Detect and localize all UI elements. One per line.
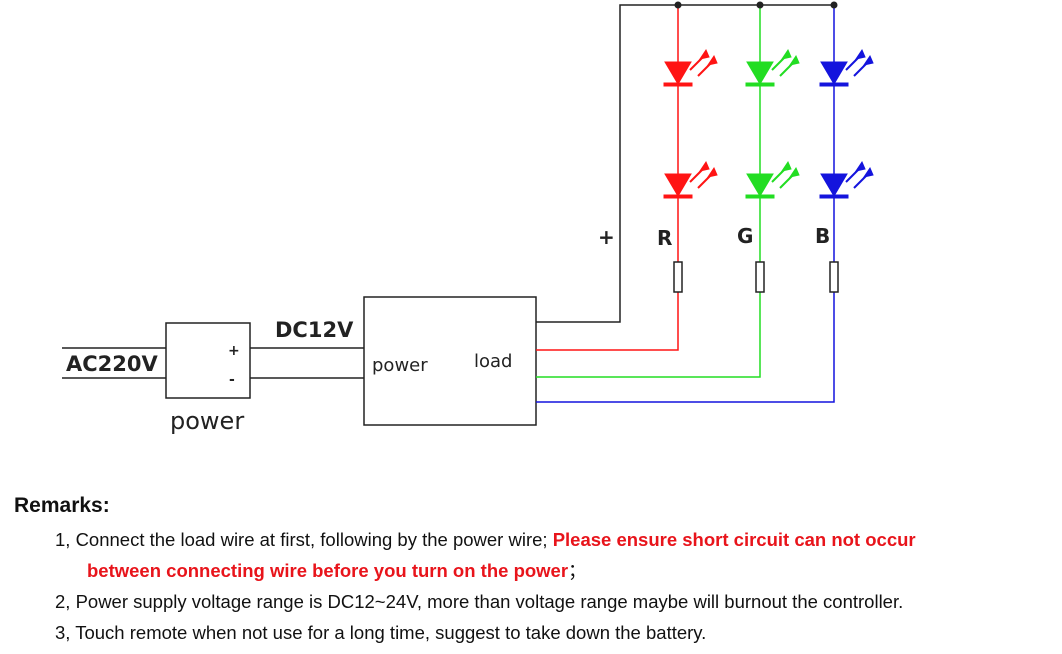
red-wire xyxy=(536,292,679,351)
blue-junction xyxy=(830,1,838,9)
remarks-title: Remarks: xyxy=(14,494,110,517)
common-plus-wire xyxy=(536,4,834,323)
blue-channel: B xyxy=(536,1,874,403)
controller-load-port: load xyxy=(474,351,512,372)
green-channel: G xyxy=(536,1,800,378)
remark-continuation: between connecting wire before you turn … xyxy=(55,555,1054,586)
controller-power-port: power xyxy=(372,355,428,376)
wiring-diagram: AC220V + - power DC12V power load + R G xyxy=(62,1,874,435)
green-resistor xyxy=(755,261,765,293)
remark-suffix: ； xyxy=(568,560,587,581)
green-junction xyxy=(756,1,764,9)
green-led-icon xyxy=(745,49,800,87)
remark-warning: Please ensure short circuit can not occu… xyxy=(552,529,916,550)
blue-led-icon xyxy=(819,161,874,199)
remark-item: 2, Power supply voltage range is DC12~24… xyxy=(55,591,904,612)
remark-text: 1, Connect the load wire at first, follo… xyxy=(55,529,553,550)
remark-warning-continued: between connecting wire before you turn … xyxy=(87,560,569,581)
red-led-icon xyxy=(663,49,718,87)
red-channel: R xyxy=(536,1,718,351)
common-plus-label: + xyxy=(598,225,615,249)
green-led-icon xyxy=(745,161,800,199)
red-resistor xyxy=(673,261,683,293)
supply-plus-label: + xyxy=(228,343,240,359)
green-channel-label: G xyxy=(737,224,753,248)
remark-item: 3, Touch remote when not use for a long … xyxy=(55,622,707,643)
ac-input-wires xyxy=(62,347,166,379)
ac-input-label: AC220V xyxy=(66,352,158,376)
blue-led-icon xyxy=(819,49,874,87)
supply-minus-label: - xyxy=(229,372,235,388)
power-supply-box xyxy=(165,322,251,399)
dc-wires xyxy=(250,347,364,379)
red-led-icon xyxy=(663,161,718,199)
remarks-section: Remarks: 1, Connect the load wire at fir… xyxy=(14,494,1054,648)
power-supply-label: power xyxy=(170,407,244,435)
remark-item: 1, Connect the load wire at first, follo… xyxy=(14,524,1054,586)
controller-box xyxy=(363,296,537,426)
dc-output-label: DC12V xyxy=(275,318,354,342)
green-wire xyxy=(536,292,761,378)
blue-resistor xyxy=(829,261,839,293)
blue-channel-label: B xyxy=(815,224,830,248)
red-junction xyxy=(674,1,682,9)
blue-wire xyxy=(536,292,835,403)
red-channel-label: R xyxy=(657,226,672,250)
